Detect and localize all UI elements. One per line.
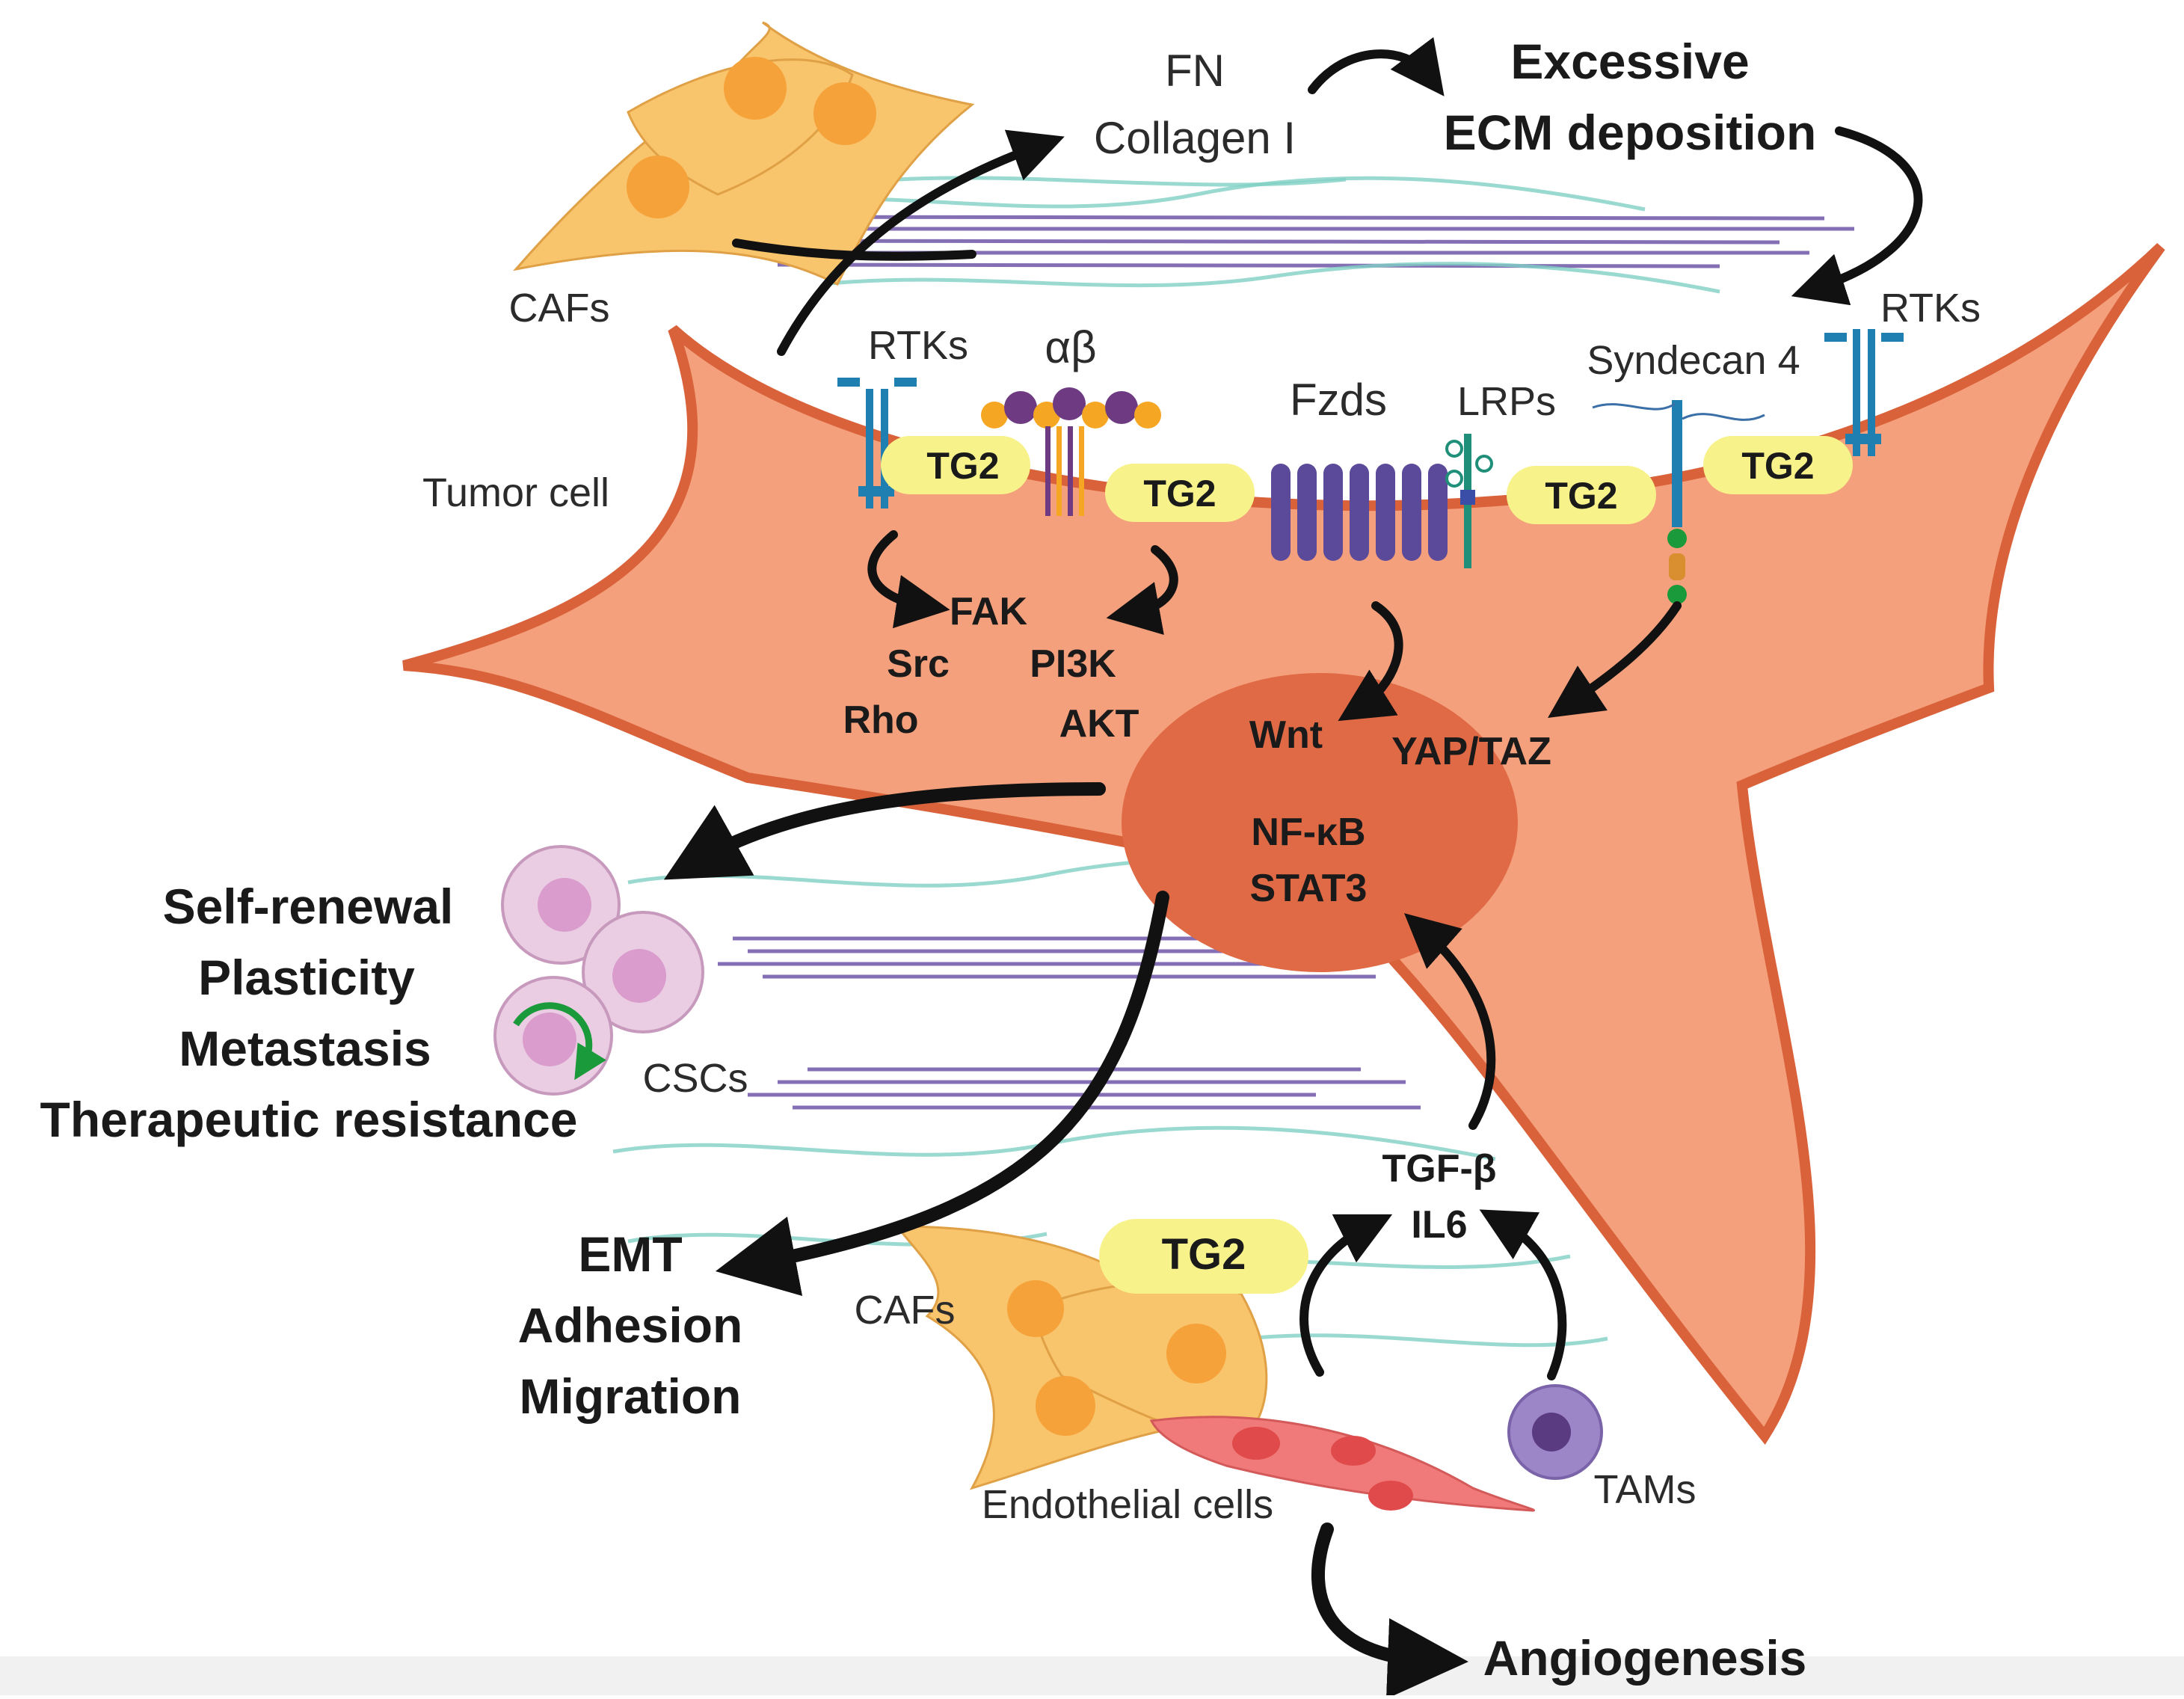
label-pi3k: PI3K [1030,642,1116,686]
label-tumor-cell: Tumor cell [422,470,609,515]
label-il6: IL6 [1411,1203,1467,1247]
tg2-oval-2 [1105,464,1255,522]
label-rtks-left: RTKs [868,323,968,368]
label-cafs-bottom: CAFs [855,1288,956,1333]
rtk-right [1824,329,1904,456]
cafs-top-cells [513,21,975,286]
label-metastasis: Metastasis [179,1021,431,1076]
arrow-nucleus-to-emt [715,891,1169,1297]
arrow-syndecan-to-yap [1548,601,1682,718]
label-integrin: αβ [1045,322,1096,372]
label-wnt: Wnt [1249,713,1323,757]
label-excessive: Excessive [1510,34,1749,89]
tg2-oval-4 [1703,436,1853,494]
label-syndecan: Syndecan 4 [1587,338,1800,383]
integrin [981,387,1161,516]
rtk-left [837,378,917,509]
label-angiogenesis: Angiogenesis [1483,1630,1807,1686]
cafs-bottom-cells [894,1225,1268,1490]
label-lrps: LRPs [1457,379,1556,424]
arrow-tam-to-il6 [1479,1209,1567,1380]
label-ecm-deposition: ECM deposition [1444,105,1817,160]
ecm-fibers-top [747,176,1854,294]
label-fn: FN [1165,46,1225,96]
label-collagen: Collagen I [1094,113,1296,163]
tg2-oval-1 [881,436,1030,494]
arrow-nucleus-to-cscs [663,782,1106,880]
label-cscs: CSCs [642,1056,748,1101]
arrow-tgfb-to-nfkb [1404,913,1496,1130]
label-tgfb: TGF-β [1382,1147,1496,1190]
tam-cell [1507,1384,1603,1480]
label-rtks-right: RTKs [1880,286,1981,331]
label-stat3: STAT3 [1250,867,1368,910]
tg2-label-bottom: TG2 [1162,1230,1246,1279]
label-rho: Rho [843,698,918,742]
tg2-oval-bottom [1099,1219,1308,1294]
arrow-rtk-to-fak [867,530,950,629]
cscs-cluster [493,845,704,1096]
label-migration: Migration [520,1368,742,1424]
nucleus [1122,673,1518,972]
lrp-receptor [1445,434,1493,568]
label-emt: EMT [578,1226,682,1282]
arrow-caf-to-tgfb [1299,1214,1393,1377]
arrow-integrin-to-pi3k [1106,545,1178,635]
tg2-oval-3 [1507,466,1656,524]
label-tams: TAMs [1594,1467,1697,1512]
label-akt: AKT [1059,702,1139,746]
arrow-endo-to-angiogenesis [1311,1523,1468,1699]
label-fzds: Fzds [1290,375,1387,425]
arrow-fzd-to-wnt [1338,601,1403,722]
label-fak: FAK [950,590,1027,633]
label-therapeutic-resistance: Therapeutic resistance [40,1092,578,1147]
arrow-fn-to-excessive [1308,37,1445,96]
label-cafs-top: CAFs [509,286,610,331]
label-src: Src [887,642,950,686]
bottom-band [0,1656,2184,1695]
label-endothelial: Endothelial cells [982,1482,1273,1527]
tg2-label-1: TG2 [926,445,999,487]
label-plasticity: Plasticity [198,950,415,1005]
fzd-receptor [1271,464,1448,561]
arrow-tumor-to-fn [777,129,1065,356]
arrow-ecm-to-syndecan [1791,126,1923,306]
endothelial-cells [1149,1416,1536,1512]
tg2-label-3: TG2 [1545,475,1617,517]
tg2-label-4: TG2 [1741,445,1814,487]
label-yap-taz: YAP/TAZ [1391,730,1551,773]
tg2-label-2: TG2 [1143,473,1216,514]
label-self-renewal: Self-renewal [163,879,454,934]
syndecan-4 [1592,400,1765,604]
label-adhesion: Adhesion [518,1297,743,1353]
arrow-caf-to-ecm [732,239,976,261]
label-nfkb: NF-κB [1251,811,1365,854]
